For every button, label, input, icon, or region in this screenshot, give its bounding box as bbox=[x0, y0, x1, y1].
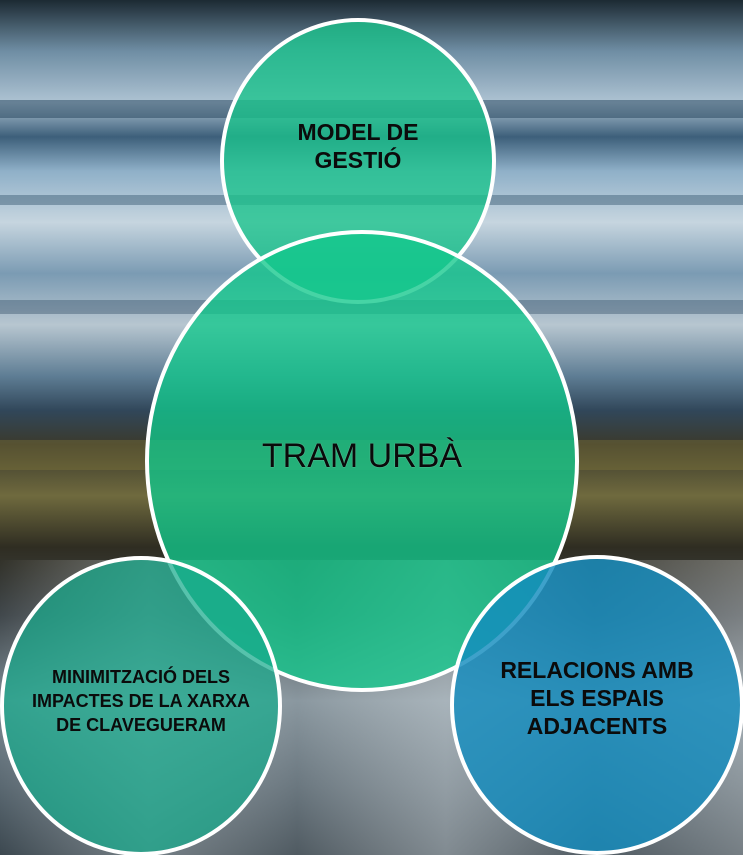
relacions-label: RELACIONS AMB ELS ESPAIS ADJACENTS bbox=[500, 657, 694, 739]
minimitzacio-label: MINIMITZACIÓ DELS IMPACTES DE LA XARXA D… bbox=[31, 667, 250, 735]
minimitzacio-circle: MINIMITZACIÓ DELS IMPACTES DE LA XARXA D… bbox=[0, 556, 282, 855]
relacions-circle: RELACIONS AMB ELS ESPAIS ADJACENTS bbox=[450, 555, 743, 855]
tram-urba-label: TRAM URBÀ bbox=[261, 436, 463, 475]
model-de-gestio-label: MODEL DE GESTIÓ bbox=[297, 119, 419, 173]
